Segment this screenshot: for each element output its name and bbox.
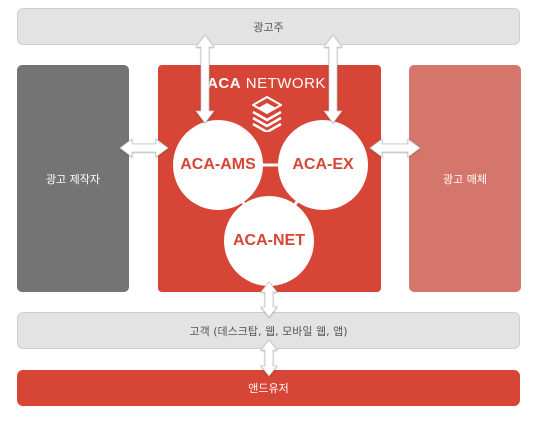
producer-box: 광고 제작자 — [17, 65, 129, 292]
double-arrow-icon — [119, 138, 169, 158]
media-label: 광고 매체 — [443, 172, 487, 186]
aca-ex-label: ACA-EX — [292, 156, 354, 173]
network-title-brand: ACA — [207, 75, 242, 92]
double-arrow-icon — [369, 138, 421, 158]
enduser-label: 앤드유저 — [248, 382, 289, 395]
aca-net-node: ACA-NET — [224, 196, 314, 286]
producer-label: 광고 제작자 — [45, 172, 101, 186]
aca-ams-label: ACA-AMS — [180, 156, 256, 173]
advertiser-label: 광고주 — [253, 20, 284, 34]
network-title: ACA NETWORK — [0, 75, 533, 92]
network-title-suffix: NETWORK — [241, 75, 326, 92]
double-arrow-icon — [323, 34, 343, 124]
double-arrow-icon — [260, 339, 278, 377]
media-box: 광고 매체 — [409, 65, 521, 292]
double-arrow-icon — [195, 34, 215, 124]
customer-label: 고객 (데스크탑, 웹, 모바일 웹, 앱) — [189, 324, 348, 338]
advertiser-box: 광고주 — [17, 8, 520, 45]
aca-net-label: ACA-NET — [233, 232, 305, 249]
aca-ams-node: ACA-AMS — [173, 120, 263, 210]
aca-network-logo-icon — [252, 96, 282, 132]
double-arrow-icon — [260, 281, 278, 318]
aca-ex-node: ACA-EX — [278, 120, 368, 210]
